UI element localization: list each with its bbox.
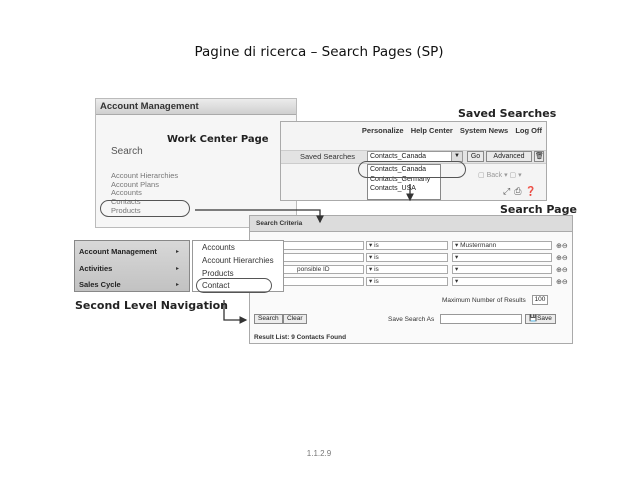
- saved-searches-dropdown: Contacts_Canada Contacts_Germany Contact…: [367, 164, 441, 200]
- add-row-icon[interactable]: ⊕⊖: [556, 243, 568, 250]
- add-row-icon[interactable]: ⊕⊖: [556, 267, 568, 274]
- expand-icon[interactable]: ⤢: [503, 186, 515, 196]
- criteria-operator[interactable]: ▾ is: [366, 277, 448, 286]
- chevron-down-icon[interactable]: ▼: [451, 152, 462, 161]
- search-page-label: Search Page: [500, 203, 577, 216]
- max-results-label: Maximum Number of Results: [442, 297, 526, 304]
- second-level-nav-menu: Account Management ▸ Activities ▸ Sales …: [74, 240, 190, 292]
- trash-icon[interactable]: 🗑: [534, 151, 544, 162]
- criteria-row: ▾ is ▾ ⊕⊖: [250, 277, 572, 287]
- second-level-navigation-label: Second Level Navigation: [75, 299, 228, 312]
- search-button[interactable]: Search: [254, 314, 283, 324]
- saved-searches-field-label: Saved Searches: [300, 152, 356, 161]
- print-icon[interactable]: ⎙: [514, 186, 526, 196]
- chevron-right-icon: ▸: [176, 266, 180, 272]
- criteria-row: ponsible ID ▾ is ▾ ⊕⊖: [250, 265, 572, 275]
- menu-help-center[interactable]: Help Center: [410, 126, 453, 135]
- add-row-icon[interactable]: ⊕⊖: [556, 279, 568, 286]
- header-menu: Personalize Help Center System News Log …: [357, 126, 542, 135]
- save-search-as-input[interactable]: [440, 314, 522, 324]
- add-row-icon[interactable]: ⊕⊖: [556, 255, 568, 262]
- work-center-header: Account Management: [96, 99, 296, 115]
- work-center-item-contacts[interactable]: Contacts: [111, 197, 141, 207]
- max-results-input[interactable]: 100: [532, 295, 548, 305]
- search-page-panel: Search Criteria ▾ is ▾ Mustermann ⊕⊖ ▾ i…: [249, 215, 573, 344]
- nav-item-activities[interactable]: Activities: [79, 264, 113, 273]
- arrow-contact-to-search-page: [223, 300, 248, 324]
- submenu-accounts[interactable]: Accounts: [202, 243, 235, 252]
- work-center-item-account-hierarchies[interactable]: Account Hierarchies: [111, 171, 179, 180]
- saved-searches-selected-value: Contacts_Canada: [370, 153, 427, 160]
- option-contacts-germany[interactable]: Contacts_Germany: [370, 175, 431, 183]
- criteria-operator[interactable]: ▾ is: [366, 265, 448, 274]
- chevron-right-icon: ▸: [176, 249, 180, 255]
- criteria-row: ▾ is ▾ Mustermann ⊕⊖: [250, 241, 572, 251]
- saved-searches-label: Saved Searches: [458, 107, 557, 120]
- back-nav[interactable]: ▢ Back ▾ ▢ ▾: [478, 172, 522, 179]
- save-search-as-label: Save Search As: [388, 316, 435, 323]
- save-button[interactable]: 💾Save: [525, 314, 556, 324]
- option-contacts-usa[interactable]: Contacts_USA: [370, 185, 416, 192]
- menu-log-off[interactable]: Log Off: [515, 126, 542, 135]
- slide-title: Pagine di ricerca – Search Pages (SP): [194, 44, 444, 60]
- work-center-item-accounts[interactable]: Accounts: [111, 188, 142, 198]
- toolbar-icons: ⤢⎙❓: [503, 186, 541, 197]
- nav-item-sales-cycle[interactable]: Sales Cycle: [79, 280, 121, 289]
- back-label: Back: [486, 172, 503, 179]
- submenu-contact[interactable]: Contact: [202, 281, 230, 290]
- submenu-account-hierarchies[interactable]: Account Hierarchies: [202, 256, 274, 265]
- search-criteria-header: Search Criteria: [250, 216, 572, 232]
- clear-button[interactable]: Clear: [283, 314, 307, 324]
- work-center-search-heading: Search: [111, 146, 143, 157]
- dropdown-highlight-oval: [358, 161, 466, 178]
- criteria-operator[interactable]: ▾ is: [366, 253, 448, 262]
- help-icon[interactable]: ❓: [525, 186, 541, 196]
- contacts-highlight-oval: [100, 200, 190, 217]
- result-list-text: Result List: 9 Contacts Found: [254, 334, 347, 341]
- work-center-item-products[interactable]: Products: [111, 205, 141, 215]
- chevron-right-icon: ▸: [176, 282, 180, 288]
- arrow-contacts-to-search-page: [195, 209, 324, 224]
- menu-personalize[interactable]: Personalize: [361, 126, 404, 135]
- work-center-item-account-plans[interactable]: Account Plans: [111, 179, 159, 189]
- submenu-products[interactable]: Products: [202, 269, 234, 278]
- criteria-operator[interactable]: ▾ is: [366, 241, 448, 250]
- go-button[interactable]: Go: [467, 151, 484, 162]
- page-number: 1.1.2.9: [306, 449, 332, 458]
- work-center-label: Work Center Page: [167, 134, 269, 145]
- nav-item-account-management[interactable]: Account Management: [79, 247, 157, 256]
- advanced-button[interactable]: Advanced: [486, 151, 532, 162]
- criteria-value[interactable]: ▾: [452, 265, 552, 274]
- menu-system-news[interactable]: System News: [459, 126, 509, 135]
- criteria-row: ▾ is ▾ ⊕⊖: [250, 253, 572, 263]
- criteria-value[interactable]: ▾: [452, 277, 552, 286]
- contact-highlight-oval: [196, 278, 272, 293]
- criteria-value[interactable]: ▾: [452, 253, 552, 262]
- work-center-list: Account Hierarchies Account Plans Accoun…: [111, 171, 179, 216]
- criteria-value[interactable]: ▾ Mustermann: [452, 241, 552, 250]
- option-contacts-canada[interactable]: Contacts_Canada: [370, 166, 427, 173]
